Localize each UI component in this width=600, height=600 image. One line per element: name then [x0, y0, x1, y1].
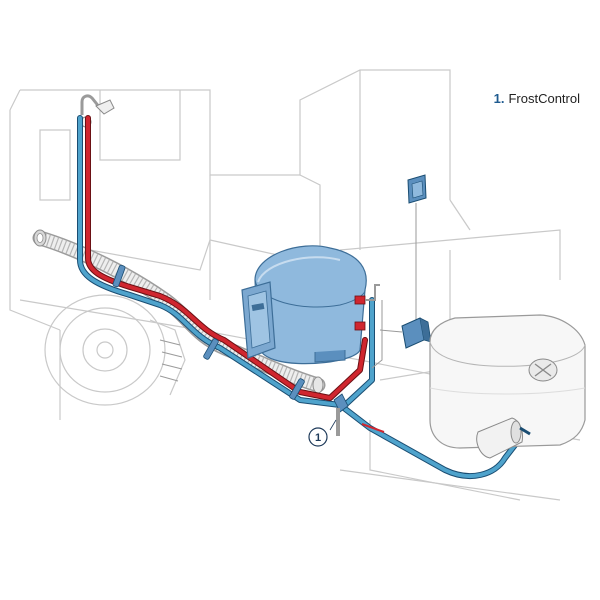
boiler-icon: [241, 245, 380, 365]
wheel-icon: [44, 294, 186, 406]
legend-label: FrostControl: [508, 91, 580, 106]
flexible-duct: [32, 229, 326, 394]
water-pipes: [77, 115, 518, 479]
switch-icon: [371, 300, 432, 369]
frostcontrol-valve-icon: [333, 393, 385, 436]
legend: 1.FrostControl: [494, 91, 580, 106]
legend-number: 1.: [493, 91, 505, 106]
pipe-clips: [112, 264, 305, 400]
pump-icon: [476, 417, 531, 459]
control-panel-icon: [407, 174, 427, 320]
water-tank-icon: [429, 314, 586, 449]
callout-1: 1: [308, 419, 337, 447]
callout-number: 1: [315, 432, 321, 444]
